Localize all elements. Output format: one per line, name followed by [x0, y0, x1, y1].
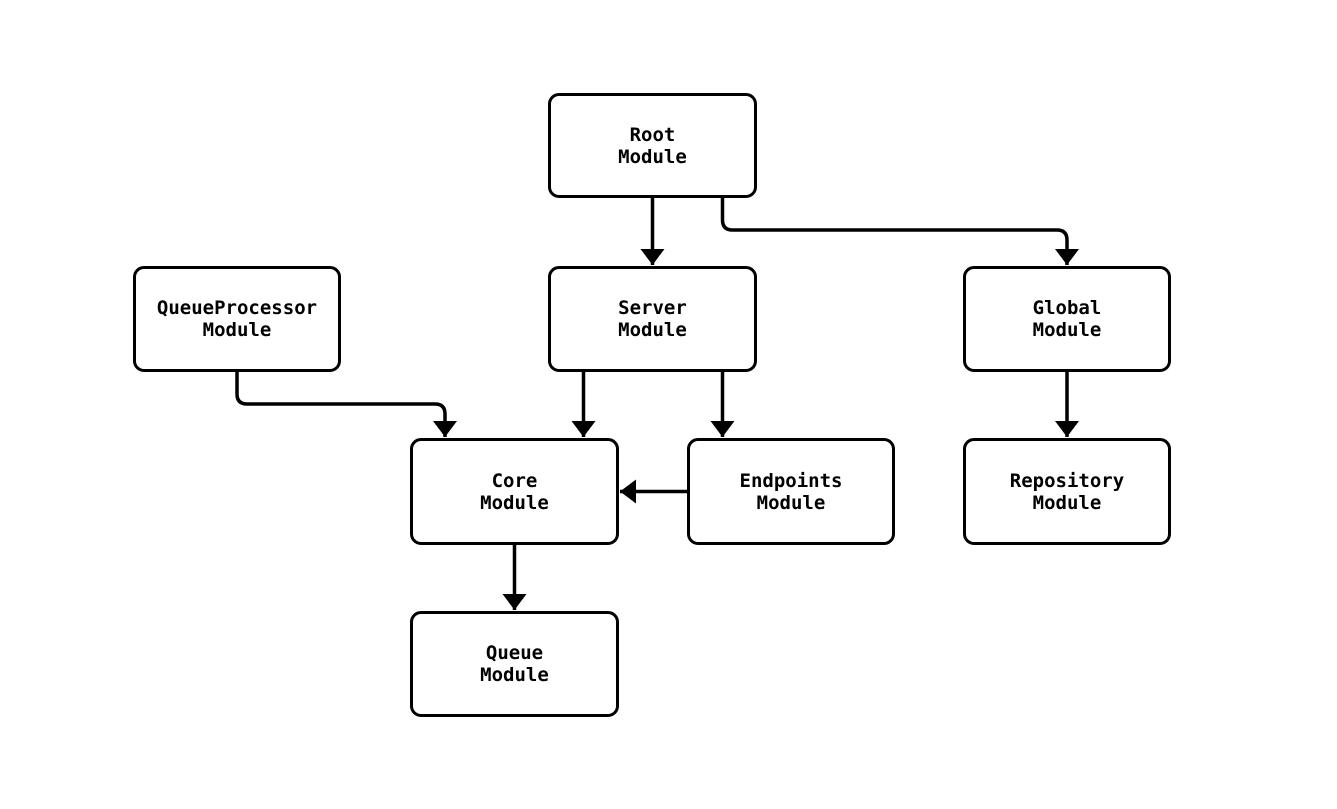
node-label-endpoints-module: Endpoints Module — [739, 469, 843, 514]
node-queueprocessor-module: QueueProcessor Module — [133, 266, 341, 372]
node-label-queueprocessor-module: QueueProcessor Module — [156, 297, 318, 341]
node-repository-module: Repository Module — [963, 438, 1171, 545]
node-server-module: Server Module — [548, 266, 757, 372]
node-core-module: Core Module — [410, 438, 619, 545]
node-label-server-module: Server Module — [618, 297, 687, 341]
node-label-core-module: Core Module — [480, 469, 549, 514]
node-label-root-module: Root Module — [618, 123, 687, 168]
node-queue-module: Queue Module — [410, 611, 619, 717]
node-label-global-module: Global Module — [1032, 297, 1102, 341]
node-label-queue-module: Queue Module — [480, 642, 549, 686]
edge-queueprocessor-module-to-core-module — [235, 372, 457, 437]
node-root-module: Root Module — [548, 93, 757, 198]
node-global-module: Global Module — [963, 266, 1171, 372]
edge-root-module-to-global-module — [720, 198, 1079, 265]
node-label-repository-module: Repository Module — [1009, 469, 1125, 514]
node-endpoints-module: Endpoints Module — [687, 438, 895, 545]
